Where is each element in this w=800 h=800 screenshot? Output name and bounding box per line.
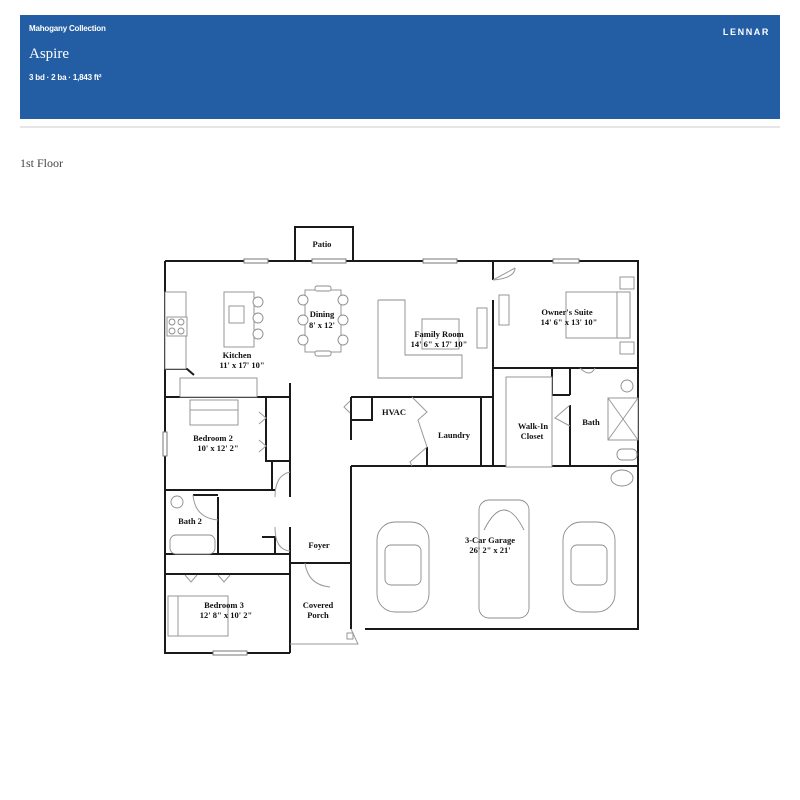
bath2-fixtures — [169, 495, 216, 555]
room-label-dining: Dining — [310, 309, 335, 319]
room-label-bedroom2: Bedroom 2 — [193, 433, 233, 443]
room-label-closet: Closet — [521, 431, 544, 441]
room-label-bath2: Bath 2 — [178, 516, 202, 526]
room-label-kitchen: Kitchen — [223, 350, 252, 360]
room-dims-bedroom2: 10' x 12' 2" — [197, 443, 238, 453]
collection-name: Mahogany Collection — [29, 24, 106, 33]
owners-bed — [565, 276, 635, 355]
plan-title: Aspire — [29, 46, 69, 62]
room-label-walk-in: Walk-In — [518, 421, 549, 431]
room-dims-kitchen: 11' x 17' 10" — [219, 360, 264, 370]
bedroom2-bed — [189, 399, 239, 426]
header-divider — [20, 126, 780, 128]
room-label-covered: Covered — [303, 600, 334, 610]
windows — [162, 258, 580, 656]
owners-bath-fixtures — [505, 376, 639, 468]
room-label-family-room: Family Room — [414, 329, 463, 339]
room-dims-owners-suite: 14' 6" x 13' 10" — [541, 317, 598, 327]
plan-stats: 3 bd · 2 ba · 1,843 ft² — [29, 73, 102, 82]
family-room-furniture — [377, 294, 510, 379]
doors — [184, 267, 596, 588]
kitchen-fixtures — [164, 291, 264, 398]
room-label-laundry: Laundry — [438, 430, 471, 440]
room-label-garage: 3-Car Garage — [465, 535, 515, 545]
room-label-owners-bath: Bath — [582, 417, 600, 427]
interior-walls — [165, 261, 638, 575]
room-label-bedroom3: Bedroom 3 — [204, 600, 244, 610]
brand-logo: LENNAR — [722, 27, 770, 37]
bedroom3-bed — [167, 595, 229, 637]
dining-table: Dining 8' x 12' — [297, 285, 349, 357]
room-dims-garage: 26' 2" x 21' — [469, 545, 510, 555]
room-dims-bedroom3: 12' 8" x 10' 2" — [200, 610, 252, 620]
room-labels: Kitchen 11' x 17' 10" Family Room 14' 6"… — [178, 307, 600, 620]
garage-cars — [346, 469, 634, 640]
room-dims-family-room: 14' 6" x 17' 10" — [411, 339, 468, 349]
room-dims-dining: 8' x 12' — [309, 320, 335, 330]
floor-label: 1st Floor — [20, 156, 64, 170]
room-label-hvac: HVAC — [382, 407, 406, 417]
plan-header-banner: Mahogany Collection Aspire 3 bd · 2 ba ·… — [20, 15, 780, 119]
patio: Patio — [294, 226, 354, 261]
room-label-porch: Porch — [307, 610, 329, 620]
room-label-foyer: Foyer — [308, 540, 329, 550]
room-label-patio: Patio — [313, 239, 332, 249]
room-label-owners-suite: Owner's Suite — [541, 307, 592, 317]
